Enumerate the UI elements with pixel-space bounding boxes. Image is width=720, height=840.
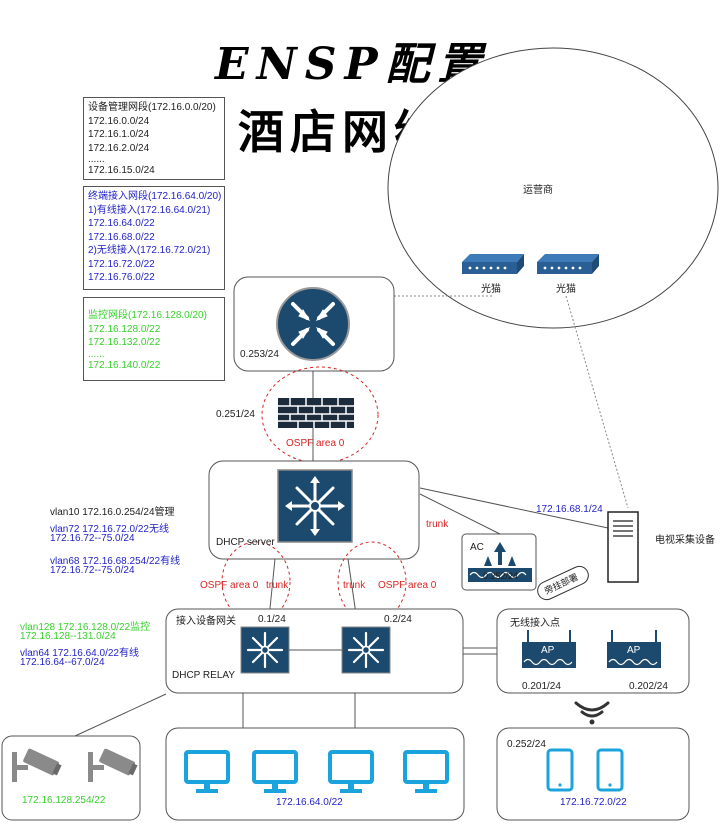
phone-group-box xyxy=(496,727,690,821)
vlan128-range: 172.16.128--131.0/24 xyxy=(20,631,116,642)
monitor-icon xyxy=(328,750,374,793)
monitor-line: 172.16.140.0/22 xyxy=(88,359,161,371)
camera-icon xyxy=(12,748,62,782)
link-modem-tv xyxy=(565,295,629,509)
ap-icon xyxy=(522,630,576,668)
isp-cloud xyxy=(387,47,719,329)
optical-modem-icon xyxy=(462,254,524,274)
access-gateway-label: 接入设备网关 xyxy=(176,616,236,627)
tv-server-icon xyxy=(607,511,639,583)
ap-label: AP xyxy=(627,645,641,656)
core-dhcp-label: DHCP server xyxy=(216,537,275,548)
vlan64-range: 172.16.64--67.0/24 xyxy=(20,657,105,668)
ap-icon xyxy=(607,630,661,668)
optical-modem-icon xyxy=(537,254,599,274)
trunk-left-label: trunk xyxy=(266,580,289,591)
core-switch-icon xyxy=(277,469,353,543)
ap2-ip: 0.202/24 xyxy=(629,681,668,692)
vlan68-range: 172.16.72--75.0/24 xyxy=(50,565,135,576)
monitor-line: 172.16.132.0/22 xyxy=(88,337,161,348)
mgmt-line: 172.16.15.0/24 xyxy=(88,165,155,176)
terminal-line: 172.16.64.0/22 xyxy=(88,218,155,229)
mgmt-line: 172.16.0.0/24 xyxy=(88,115,150,127)
terminal-line: 终端接入网段(172.16.64.0/20) xyxy=(88,191,222,202)
terminal-subnet-box: 终端接入网段(172.16.64.0/20) 1)有线接入(172.16.64.… xyxy=(83,186,225,290)
monitor-line: 172.16.128.0/22 xyxy=(88,323,161,335)
tv-server-label: 电视采集设备 xyxy=(655,535,715,546)
pc-group-box xyxy=(165,727,465,821)
trunk-right-label: trunk xyxy=(343,580,366,591)
monitor-line: 监控网段(172.16.128.0/20) xyxy=(88,310,207,321)
access-sw2-ip: 0.2/24 xyxy=(384,614,412,625)
ospf-zone-left xyxy=(221,541,291,623)
router-ip: 0.253/24 xyxy=(240,349,279,360)
mgmt-line: ...... xyxy=(88,154,105,165)
wifi-icon xyxy=(574,701,610,725)
vlan64-label: vlan64 172.16.64.0/22有线 xyxy=(20,648,139,659)
vlan72-label: vlan72 172.16.72.0/22无线 xyxy=(50,524,169,535)
ac-label: AC xyxy=(470,542,484,553)
terminal-line: 1)有线接入(172.16.64.0/21) xyxy=(88,204,211,216)
wireless-ap-label: 无线接入点 xyxy=(510,618,560,629)
vlan128-label: vlan128 172.16.128.0/22监控 xyxy=(20,622,151,633)
wireless-ap-box xyxy=(496,608,690,694)
dhcp-relay-label: DHCP RELAY xyxy=(172,670,235,681)
access-switch-icon xyxy=(240,626,290,674)
monitor-line: ...... xyxy=(88,348,105,360)
monitor-subnet-box: 监控网段(172.16.128.0/20) 172.16.128.0/22 17… xyxy=(83,297,225,381)
vlan10-label: vlan10 172.16.0.254/24管理 xyxy=(50,507,175,518)
ap-label: AP xyxy=(541,645,555,656)
phone-icon xyxy=(596,748,624,792)
ospf-zone-top xyxy=(261,366,379,464)
access-switch-icon xyxy=(341,626,391,674)
mgmt-subnet-box: 设备管理网段(172.16.0.0/20) 172.16.0.0/24 172.… xyxy=(83,97,225,180)
camera-group-box xyxy=(1,735,141,821)
phone-group-ip-top: 0.252/24 xyxy=(507,739,546,750)
modem-label: 光猫 xyxy=(481,284,501,295)
isp-label: 运营商 xyxy=(523,185,553,196)
monitor-icon xyxy=(403,750,449,793)
modem-label: 光猫 xyxy=(556,284,576,295)
camera-icon xyxy=(88,748,138,782)
firewall-ip: 0.251/24 xyxy=(216,409,255,420)
ospf-label-right: OSPF area 0 xyxy=(378,580,437,591)
phone-icon xyxy=(546,748,574,792)
access-sw1-ip: 0.1/24 xyxy=(258,614,286,625)
monitor-icon xyxy=(184,750,230,793)
router-icon xyxy=(276,287,350,361)
trunk-ac-label: trunk xyxy=(426,519,449,530)
ac-icon xyxy=(468,542,532,582)
ac-ip: 0.252/24 xyxy=(483,571,519,581)
firewall-icon xyxy=(278,398,354,428)
monitor-icon xyxy=(252,750,298,793)
terminal-line: 2)无线接入(172.16.72.0/21) xyxy=(88,245,211,256)
ospf-label-top: OSPF area 0 xyxy=(286,438,345,449)
pc-group-ip: 172.16.64.0/22 xyxy=(276,797,343,808)
phone-group-ip: 172.16.72.0/22 xyxy=(560,797,627,808)
mgmt-line: 设备管理网段(172.16.0.0/20) xyxy=(88,102,216,113)
terminal-line: 172.16.72.0/22 xyxy=(88,258,155,270)
mgmt-line: 172.16.2.0/24 xyxy=(88,142,150,154)
ospf-zone-right xyxy=(337,541,407,623)
ospf-label-left: OSPF area 0 xyxy=(200,580,259,591)
title-line1: ENSP配置 xyxy=(215,39,490,90)
vlan72-range: 172.16.72--75.0/24 xyxy=(50,533,135,544)
mgmt-line: 172.16.1.0/24 xyxy=(88,129,150,140)
camera-group-ip: 172.16.128.254/22 xyxy=(22,795,106,806)
tv-server-ip: 172.16.68.1/24 xyxy=(536,504,603,515)
ap1-ip: 0.201/24 xyxy=(522,681,561,692)
terminal-line: 172.16.68.0/22 xyxy=(88,231,155,243)
terminal-line: 172.16.76.0/22 xyxy=(88,272,155,283)
vlan68-label: vlan68 172.16.68.254/22有线 xyxy=(50,556,181,567)
